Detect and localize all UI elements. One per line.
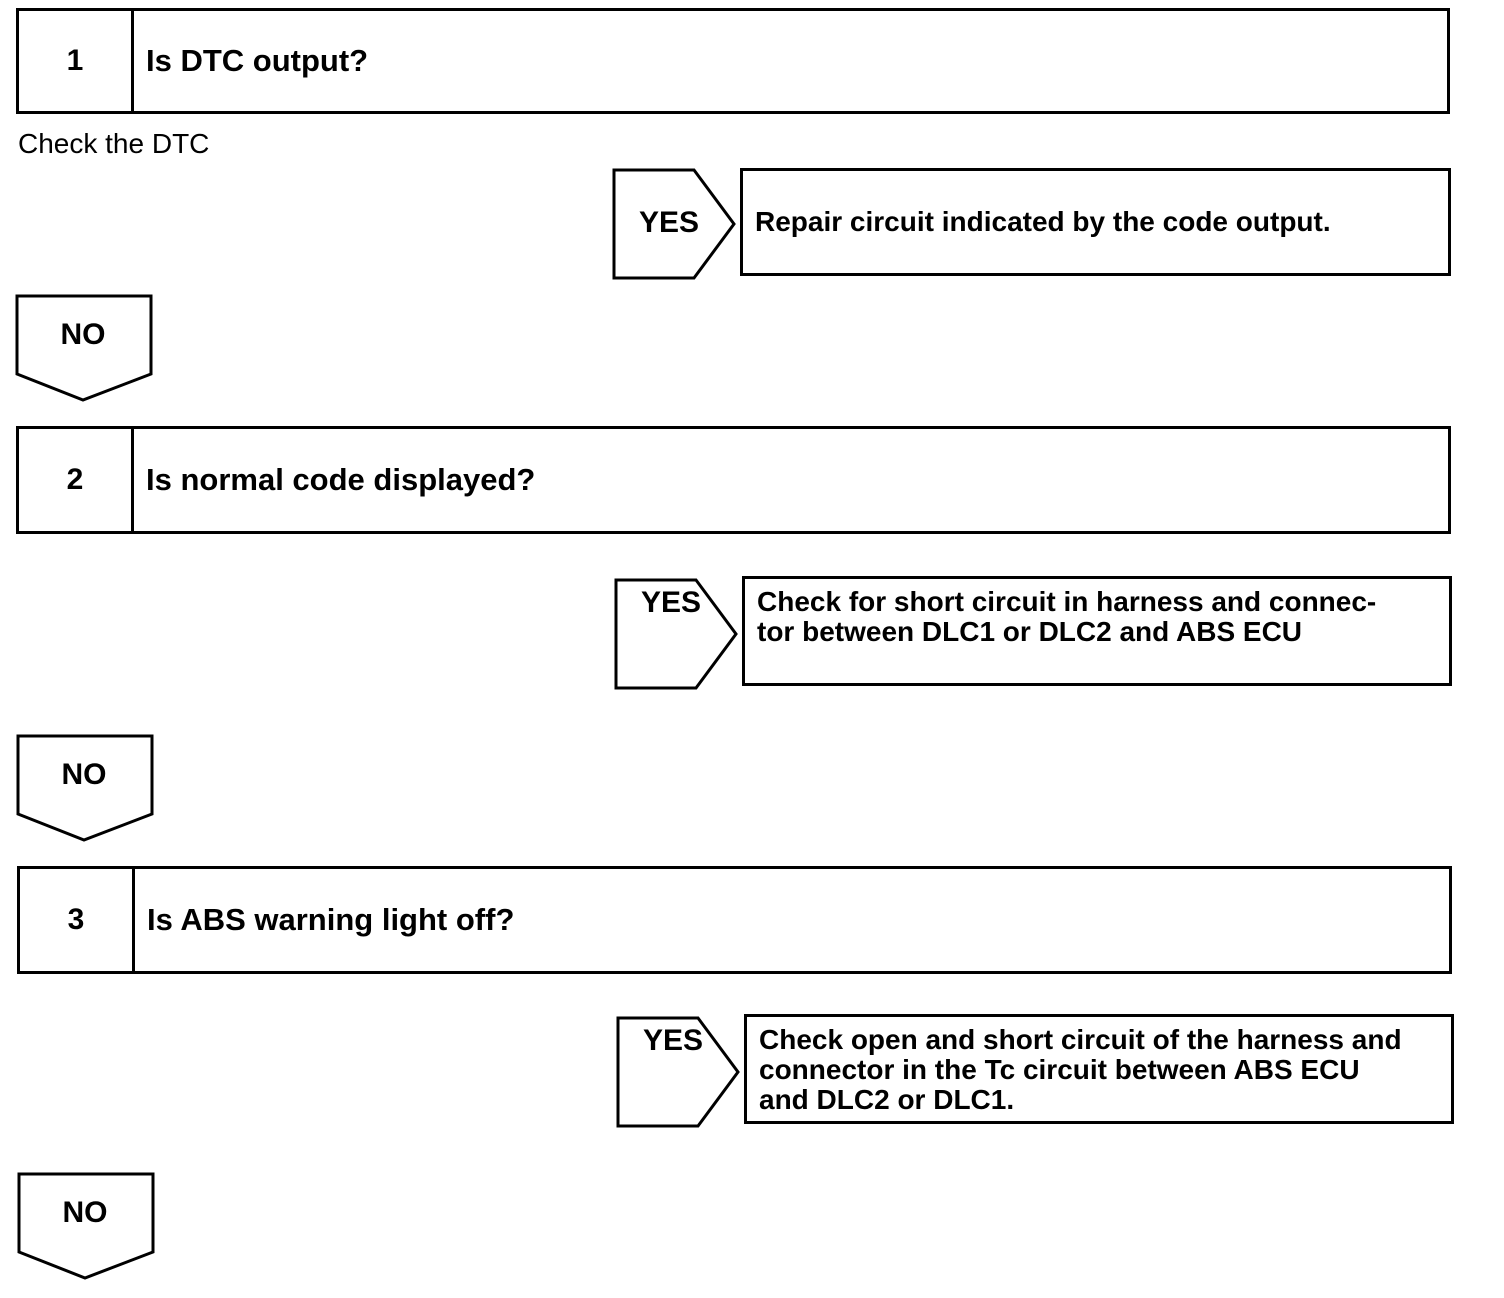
step-3-no-arrow — [17, 1172, 157, 1282]
step-2-number: 2 — [19, 429, 134, 531]
step-1-note: Check the DTC — [18, 128, 210, 159]
step-1-no-label: NO — [60, 318, 106, 351]
step-2-box: 2 Is normal code displayed? — [16, 426, 1451, 534]
yes-chevron-icon — [614, 578, 738, 690]
step-2-yes-arrow — [614, 578, 740, 690]
step-1-yes-arrow — [612, 168, 738, 280]
step-2-yes-action: Check for short circuit in harness and c… — [742, 576, 1452, 686]
step-3-yes-action: Check open and short circuit of the harn… — [744, 1014, 1454, 1124]
step-3-question: Is ABS warning light off? — [147, 902, 515, 937]
step-3-box: 3 Is ABS warning light off? — [17, 866, 1452, 974]
step-1-yes-action-text: Repair circuit indicated by the code out… — [755, 206, 1331, 237]
no-chevron-icon — [17, 1172, 155, 1280]
step-1-box: 1 Is DTC output? — [16, 8, 1450, 114]
yes-chevron-icon — [616, 1016, 740, 1128]
step-2-yes-action-line-2: tor between DLC1 or DLC2 and ABS ECU — [757, 616, 1303, 647]
step-2-no-label: NO — [61, 758, 107, 791]
step-1-number: 1 — [19, 11, 134, 111]
step-1-yes-label: YES — [639, 206, 700, 239]
step-3-number: 3 — [20, 869, 135, 971]
step-3-no-label: NO — [62, 1196, 108, 1229]
no-chevron-icon — [16, 734, 154, 842]
step-3-yes-arrow — [616, 1016, 742, 1128]
step-2-question: Is normal code displayed? — [146, 462, 536, 497]
yes-chevron-icon — [612, 168, 736, 280]
step-2-yes-label: YES — [641, 586, 702, 619]
step-1-yes-action: Repair circuit indicated by the code out… — [740, 168, 1451, 276]
step-3-yes-action-line-3: and DLC2 or DLC1. — [759, 1084, 1015, 1115]
step-2-yes-action-line-1: Check for short circuit in harness and c… — [757, 586, 1377, 617]
step-1-question: Is DTC output? — [146, 43, 369, 78]
step-3-yes-label: YES — [643, 1024, 704, 1057]
no-chevron-icon — [15, 294, 153, 402]
step-3-yes-action-line-2: connector in the Tc circuit between ABS … — [759, 1054, 1360, 1085]
step-3-yes-action-line-1: Check open and short circuit of the harn… — [759, 1024, 1402, 1055]
step-1-no-arrow — [15, 294, 155, 404]
step-2-no-arrow — [16, 734, 156, 844]
